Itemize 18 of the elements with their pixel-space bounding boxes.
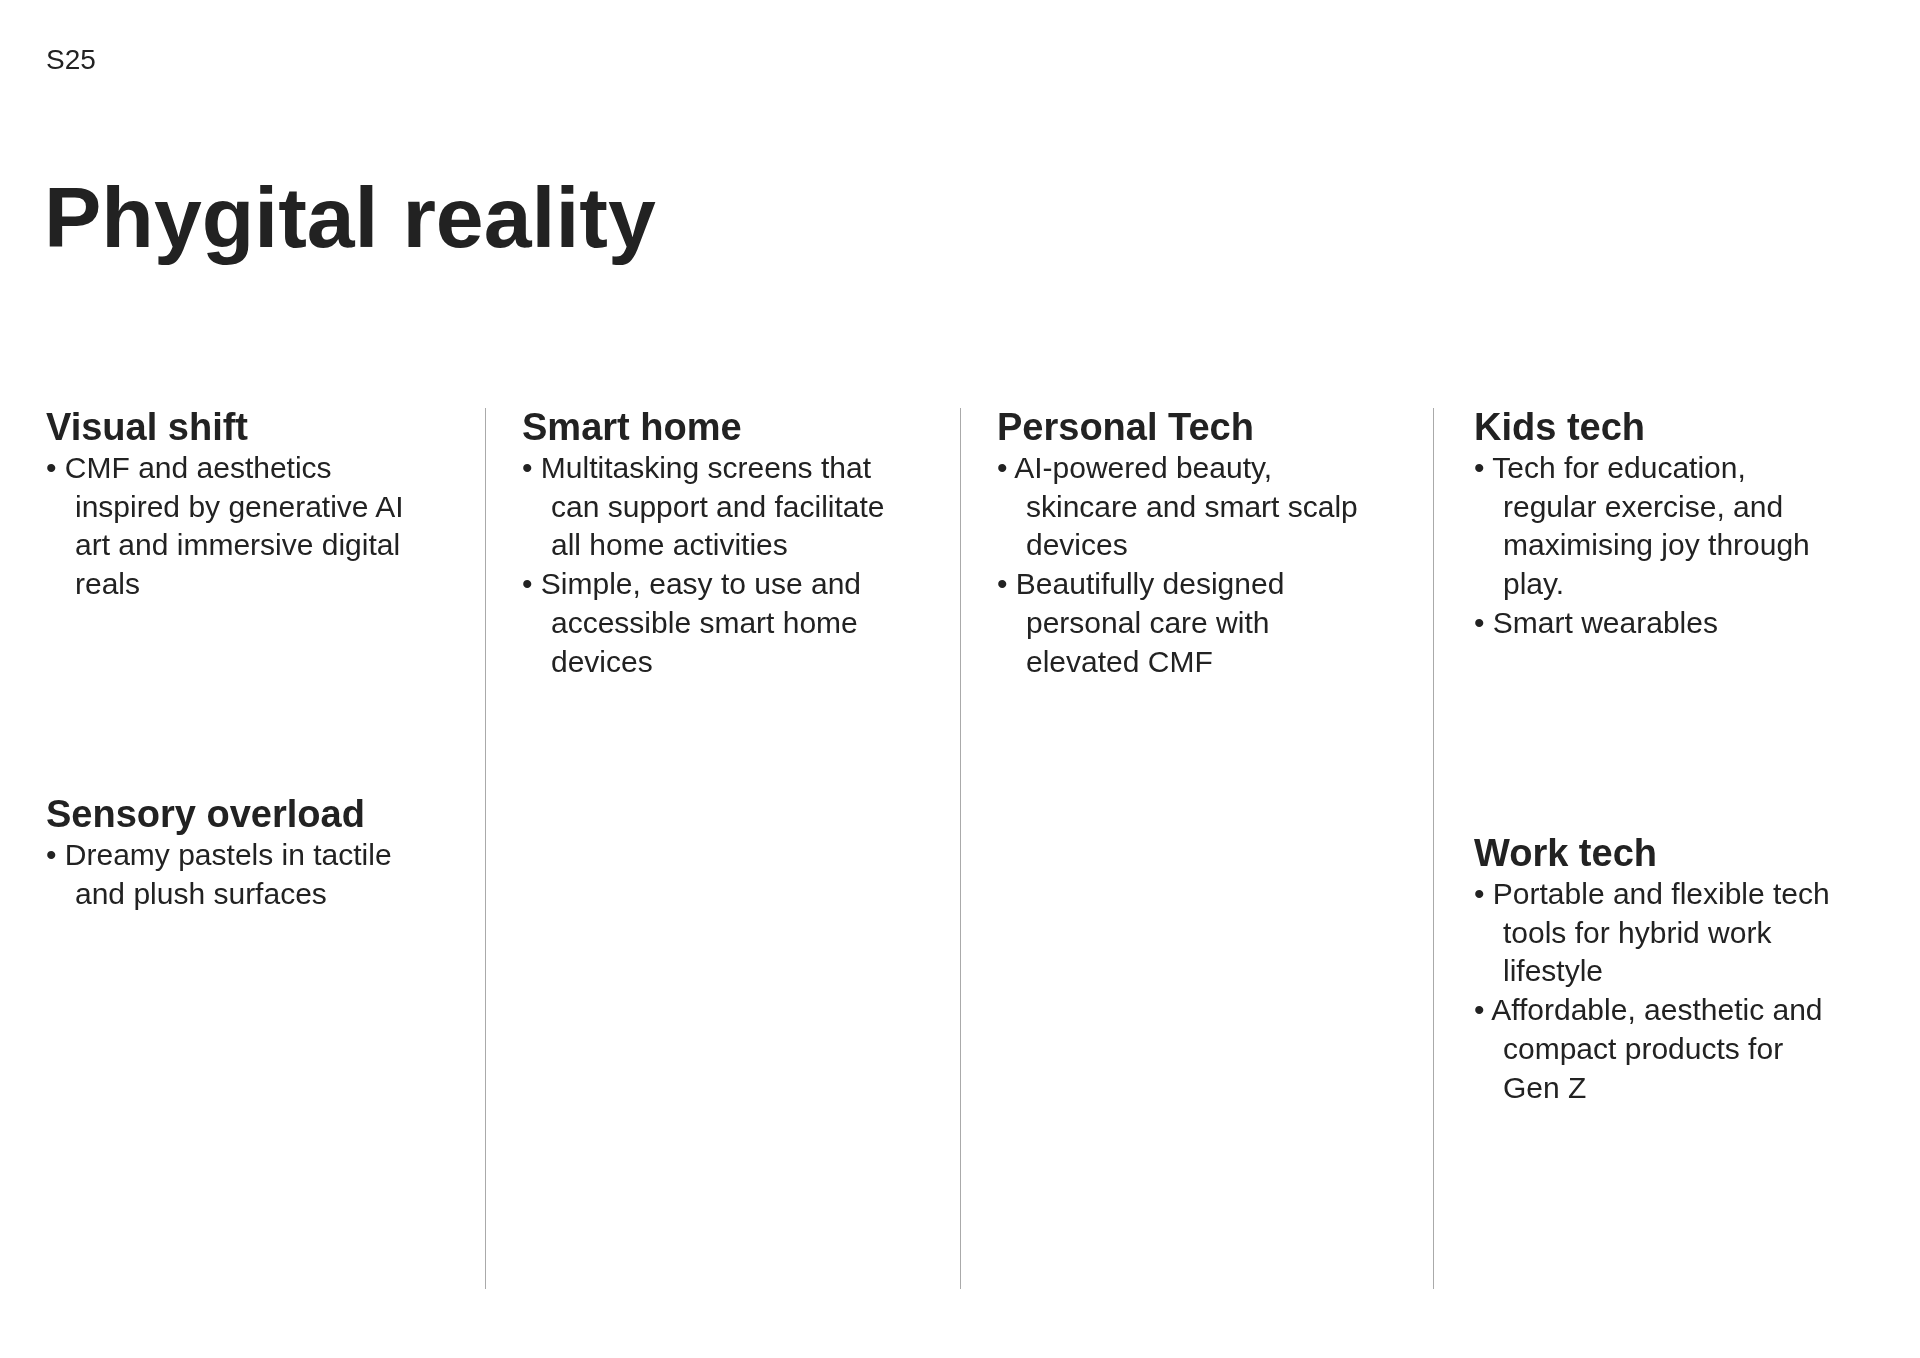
section-heading: Personal Tech <box>997 405 1255 449</box>
bullet-item: • Simple, easy to use and accessible smart home devices <box>522 566 863 680</box>
section-heading: Visual shift <box>46 405 250 449</box>
bullet-item: • Affordable, aesthetic and compact products for Gen Z <box>1474 992 1824 1106</box>
section-heading: Sensory overload <box>46 792 366 836</box>
section-heading: Kids tech <box>1474 405 1647 449</box>
bullet-item: • CMF and aesthetics inspired by generative AI art and immersive digital reals <box>46 450 405 603</box>
bullet-item: • Smart wearables <box>1474 604 1719 641</box>
bullet-item: • Beautifully designed personal care with elevated CMF <box>997 566 1286 680</box>
bullet-item: • Portable and flexible tech tools for hybrid work lifestyle <box>1474 876 1831 990</box>
section-heading: Smart home <box>522 405 743 449</box>
bullet-item: • AI-powered beauty, skincare and smart scalp devices <box>997 450 1359 564</box>
bullet-item: • Dreamy pastels in tactile and plush surfaces <box>46 837 393 912</box>
section-heading: Work tech <box>1474 831 1658 875</box>
bullet-item: • Tech for education, regular exercise, and maximising joy through play. <box>1474 450 1811 603</box>
bullet-item: • Multitasking screens that can support and facilitate all home activities <box>522 450 886 564</box>
page-number: S25 <box>46 44 96 76</box>
slide-title: Phygital reality <box>44 170 656 265</box>
